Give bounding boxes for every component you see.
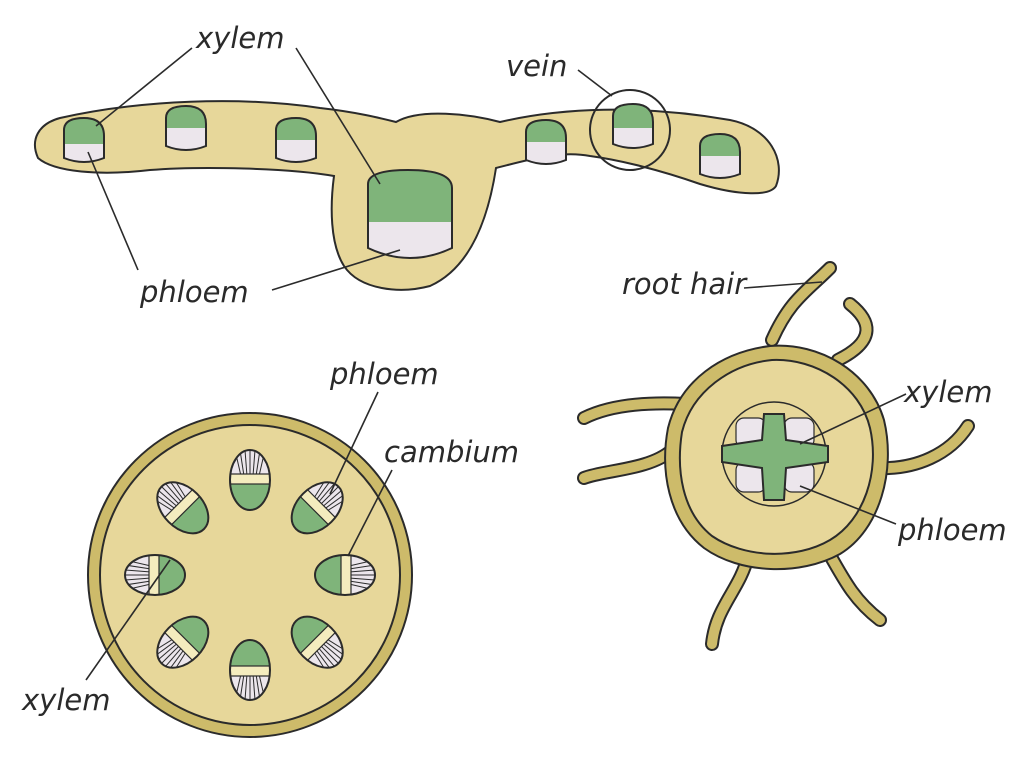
stem-vascular-bundle (314, 554, 376, 596)
leader-line-root-hair (743, 281, 823, 289)
root-phloem-label: phloem (898, 513, 1007, 547)
root-hair (767, 263, 835, 345)
leader-line-root-xylem (799, 393, 907, 445)
leaf-small-vein (275, 116, 317, 163)
leaf-small-vein (525, 118, 567, 165)
leaf-phloem-label: phloem (140, 275, 249, 309)
leader-line-stem-cambium (347, 469, 393, 557)
leader-line-leaf-phloem-mid (271, 249, 401, 291)
leader-line-leaf-phloem-left (87, 151, 139, 271)
leader-line-vein (577, 69, 613, 97)
stem-cross-section (85, 391, 413, 738)
root-hair-label: root hair (622, 267, 747, 301)
root-xylem-label: xylem (904, 375, 993, 409)
leader-line-stem-phloem (329, 391, 379, 495)
leaf-small-vein (699, 132, 741, 179)
stem-xylem-label: xylem (22, 683, 111, 717)
vein-label: vein (506, 49, 568, 83)
stem-vascular-bundles (124, 449, 376, 701)
leader-line-stem-xylem (85, 559, 171, 681)
leader-line-leaf-xylem-left (95, 47, 193, 127)
leaf-cross-section (33, 47, 780, 291)
leaf-small-vein (165, 104, 207, 151)
leaf-midrib-vein (367, 168, 453, 259)
root-cross-section (577, 261, 975, 651)
leaf-small-vein (612, 102, 654, 149)
stem-cambium-label: cambium (384, 435, 520, 469)
vein-highlight-circle (589, 89, 671, 171)
root-hair (821, 543, 885, 625)
root-hair (871, 421, 973, 474)
root-hair (579, 398, 691, 423)
root-hair (833, 299, 872, 365)
root-xylem-cross (721, 413, 829, 501)
root-hair (707, 551, 753, 649)
leader-line-root-phloem (799, 485, 897, 525)
leader-line-leaf-xylem-mid (295, 47, 381, 185)
stem-phloem-label: phloem (330, 357, 439, 391)
leaf-xylem-label: xylem (196, 21, 285, 55)
